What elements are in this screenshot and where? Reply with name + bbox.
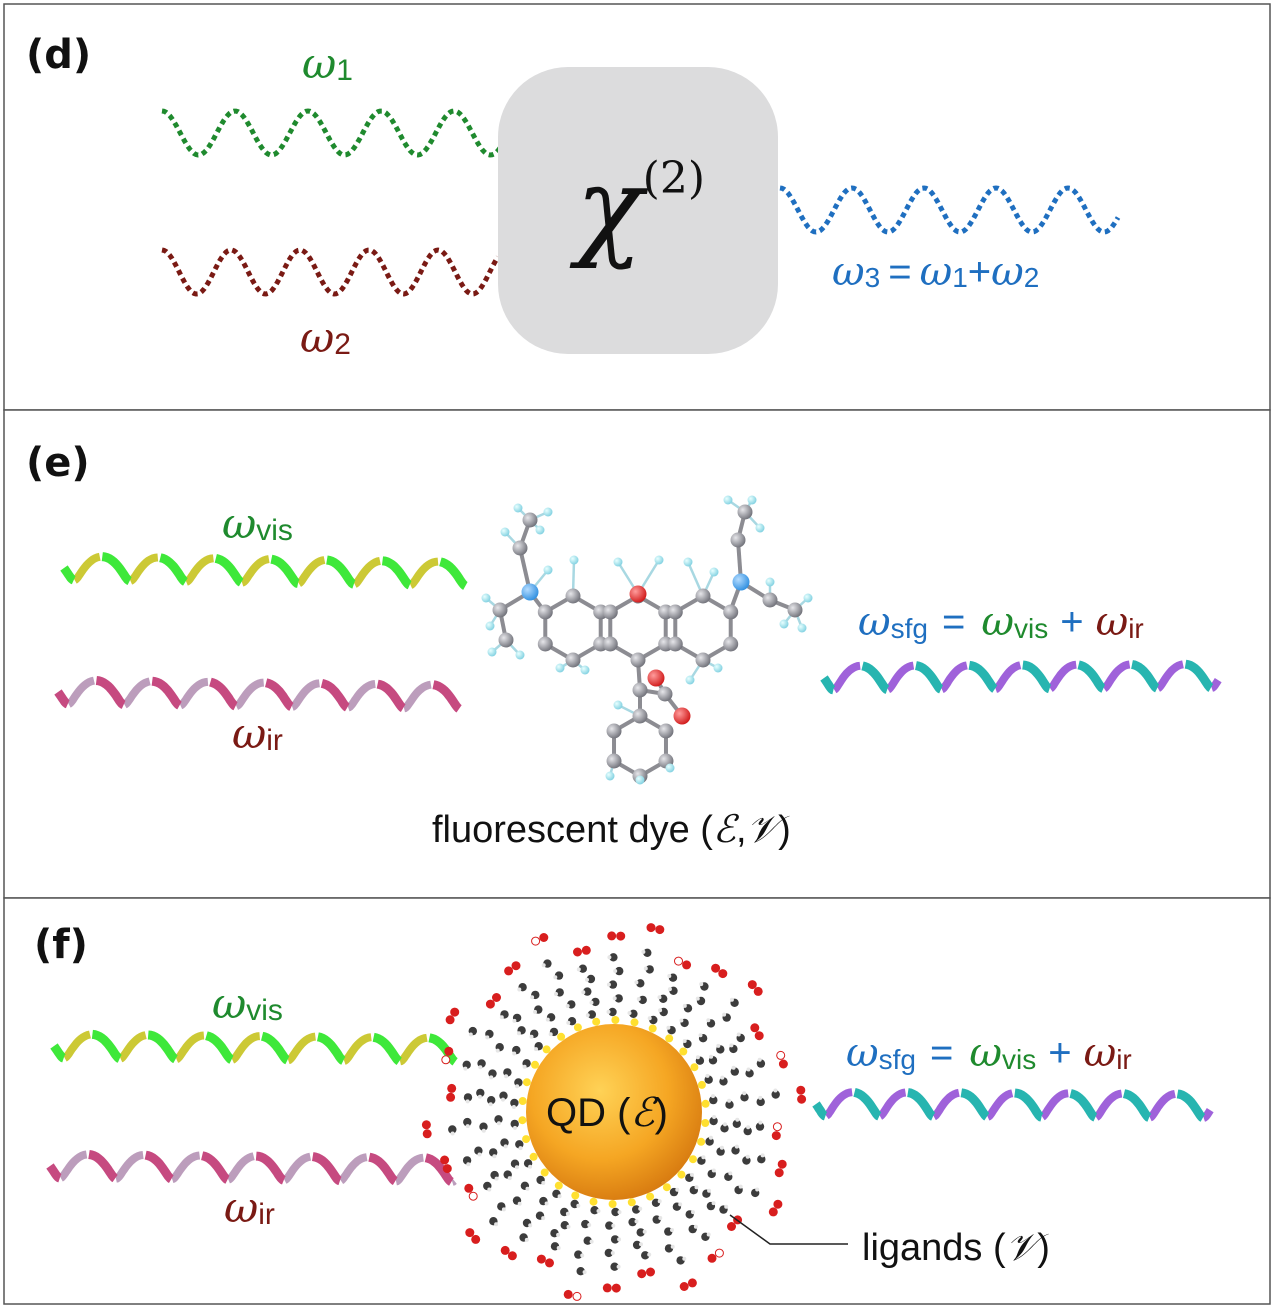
atom-H [665, 763, 675, 773]
atom-C [606, 753, 622, 769]
quantum-dot-sphere-icon [526, 1024, 702, 1200]
panel-f: (f) ωvis ωir ωsfg=ωvis+ωir QD (ℰ) ligand… [3, 897, 1271, 1305]
omega1-label: ω1 [302, 39, 353, 88]
atom-H [755, 523, 765, 533]
atom-H [713, 663, 723, 673]
atom-H [709, 567, 719, 577]
atom-C [667, 604, 683, 620]
atom-H [605, 771, 615, 781]
atom-C [695, 652, 711, 668]
omega-sfg-equation: ωsfg=ωvis+ωir [846, 1030, 1132, 1076]
atom-C [658, 723, 674, 739]
atom-O [673, 707, 691, 725]
sfg-beam-helix [820, 659, 1222, 695]
ir-beam-helix [46, 1150, 457, 1186]
atom-H [685, 675, 695, 685]
atom-C [492, 602, 508, 618]
vis-beam-helix [60, 552, 468, 590]
atom-H [797, 623, 807, 633]
atom-N [521, 583, 539, 601]
atom-H [535, 525, 545, 535]
atom-H [580, 665, 590, 675]
dye-caption: fluorescent dye (ℰ,𝒱) [432, 807, 791, 851]
omega3-equation: ω3=ω1+ω2 [832, 249, 1039, 295]
atom-C [695, 588, 711, 604]
atom-N [732, 573, 750, 591]
atom-C [667, 636, 683, 652]
atom-C [730, 532, 746, 548]
atom-H [569, 555, 579, 565]
qd-label: QD (ℰ) [546, 1090, 668, 1136]
fluorescent-dye-molecule-icon [481, 495, 813, 785]
ligands-label: ligands (𝒱) [862, 1225, 1050, 1269]
atom-C [737, 504, 753, 520]
atom-C [498, 632, 514, 648]
panel-e: (e) ωvis ωir ωsfg=ωvis+ωir fluorescent d… [3, 409, 1271, 899]
atom-C [537, 636, 553, 652]
panel-f-label: (f) [34, 922, 88, 968]
atom-H [500, 527, 510, 537]
atom-H [654, 555, 664, 565]
omega-ir-label: ωir [232, 709, 283, 758]
atom-H [803, 593, 813, 603]
atom-H [613, 700, 623, 710]
atom-C [723, 636, 739, 652]
omega-vis-label: ωvis [212, 979, 283, 1028]
omega-sfg-equation: ωsfg=ωvis+ωir [858, 599, 1144, 645]
atom-C [602, 604, 618, 620]
atom-H [485, 621, 495, 631]
atom-C [632, 682, 648, 698]
atom-C [565, 588, 581, 604]
ligands-leader-line [729, 1214, 848, 1245]
atom-C [657, 686, 673, 702]
omega1-wave [161, 108, 502, 158]
atom-C [762, 592, 778, 608]
atom-O [629, 585, 647, 603]
omega3-wave [779, 185, 1121, 235]
atom-H [683, 557, 693, 567]
atom-C [723, 604, 739, 620]
panel-d: (d) ω1 ω2 χ(2) ω3=ω1+ω2 [3, 3, 1271, 411]
panel-d-label: (d) [26, 32, 91, 78]
atom-H [779, 619, 789, 629]
ligand-anchor-dots [518, 1016, 710, 1208]
atom-H [481, 593, 491, 603]
chi2-symbol: χ(2) [569, 143, 705, 271]
atom-H [487, 647, 497, 657]
atom-C [787, 602, 803, 618]
atom-C [606, 723, 622, 739]
sfg-beam-helix [812, 1088, 1214, 1122]
atom-H [765, 577, 775, 587]
atom-C [537, 604, 553, 620]
omega-ir-label: ωir [224, 1183, 275, 1232]
atom-H [613, 557, 623, 567]
ligand-shell-icon [421, 923, 807, 1301]
atom-H [747, 495, 757, 505]
ir-beam-helix [54, 676, 462, 713]
atom-H [555, 663, 565, 673]
atom-H [543, 507, 553, 517]
atom-C [512, 540, 528, 556]
atom-H [543, 565, 553, 575]
panel-e-label: (e) [26, 440, 90, 486]
atom-H [515, 650, 525, 660]
chi2-medium-box [498, 67, 778, 354]
atom-H [513, 503, 523, 513]
omega-vis-label: ωvis [222, 499, 293, 548]
atom-C [632, 708, 648, 724]
atom-C [522, 512, 538, 528]
omega2-label: ω2 [300, 313, 351, 362]
atom-C [602, 636, 618, 652]
atom-H [635, 775, 645, 785]
atom-C [630, 652, 646, 668]
atom-C [565, 652, 581, 668]
atom-H [723, 495, 733, 505]
atom-O [647, 669, 665, 687]
